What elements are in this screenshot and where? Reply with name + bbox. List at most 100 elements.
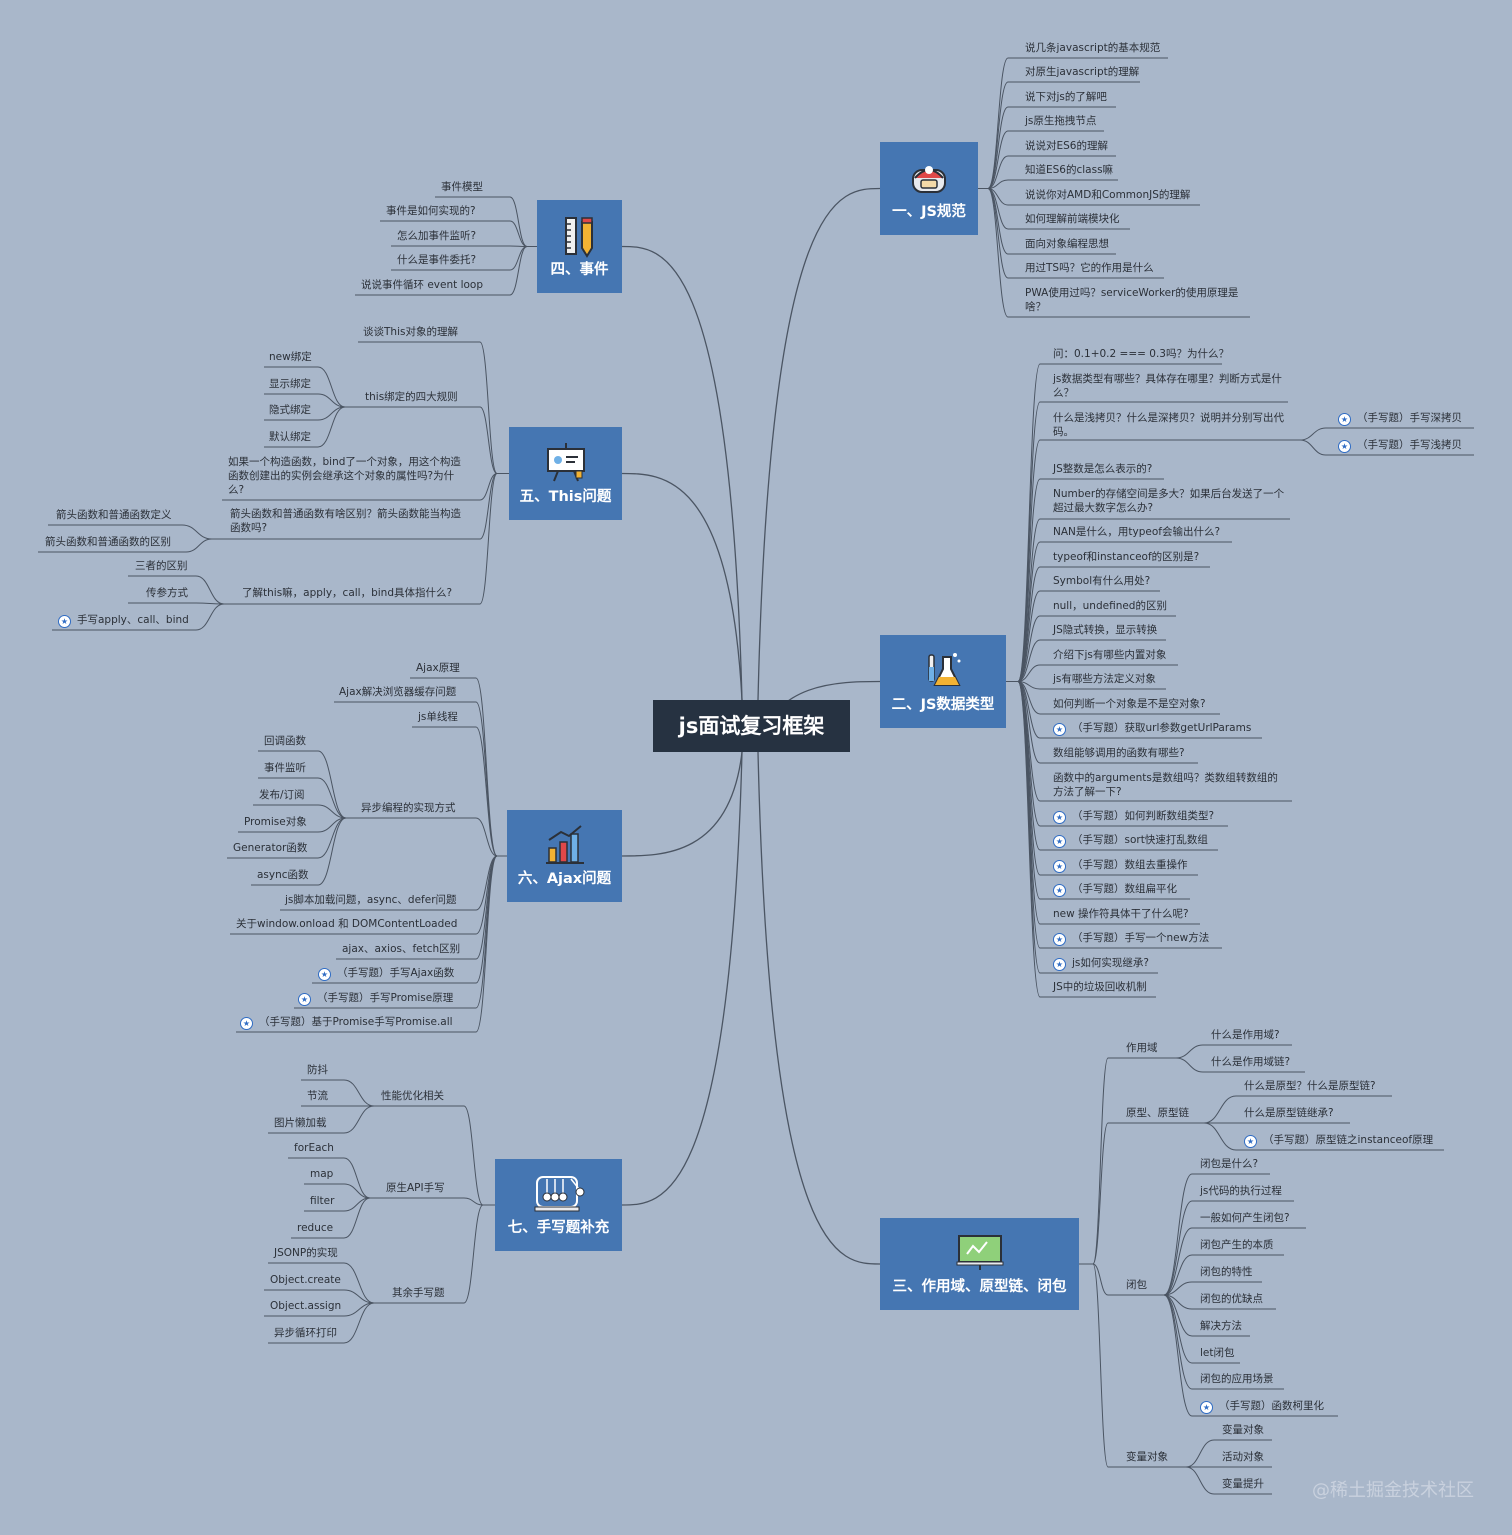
topic-item[interactable]: 默认绑定 bbox=[269, 430, 311, 444]
topic-item[interactable]: Number的存储空间是多大？如果后台发送了一个超过最大数字怎么办? bbox=[1053, 487, 1288, 515]
topic-item[interactable]: PWA使用过吗？serviceWorker的使用原理是啥？ bbox=[1025, 286, 1245, 314]
handwritten-task-item[interactable]: ★（手写题）手写一个new方法 bbox=[1053, 931, 1209, 946]
topic-item[interactable]: filter bbox=[310, 1194, 334, 1208]
topic-item[interactable]: ajax、axios、fetch区别 bbox=[342, 942, 460, 956]
topic-item[interactable]: 什么是事件委托? bbox=[397, 253, 476, 267]
topic-item[interactable]: 什么是原型链继承? bbox=[1244, 1106, 1334, 1120]
topic-item[interactable]: 什么是浅拷贝？什么是深拷贝？说明并分别写出代码。 bbox=[1053, 411, 1288, 439]
topic-item[interactable]: 闭包的优缺点 bbox=[1200, 1292, 1263, 1306]
topic-item[interactable]: 一般如何产生闭包? bbox=[1200, 1211, 1290, 1225]
topic-item[interactable]: 解决方法 bbox=[1200, 1319, 1242, 1333]
topic-item[interactable]: 闭包是什么? bbox=[1200, 1157, 1258, 1171]
topic-item[interactable]: 关于window.onload 和 DOMContentLoaded bbox=[236, 917, 457, 931]
branch-topic-b2[interactable]: 二、JS数据类型 bbox=[880, 635, 1006, 728]
topic-item[interactable]: 事件监听 bbox=[264, 761, 306, 775]
topic-item[interactable]: NAN是什么，用typeof会输出什么? bbox=[1053, 525, 1220, 539]
topic-item[interactable]: 如果一个构造函数，bind了一个对象，用这个构造函数创建出的实例会继承这个对象的… bbox=[228, 455, 466, 497]
topic-item[interactable]: null，undefined的区别 bbox=[1053, 599, 1167, 613]
topic-item[interactable]: 其余手写题 bbox=[392, 1286, 445, 1300]
topic-item[interactable]: 说几条javascript的基本规范 bbox=[1025, 41, 1160, 55]
topic-item[interactable]: 什么是作用域? bbox=[1211, 1028, 1280, 1042]
topic-item[interactable]: 怎么加事件监听? bbox=[397, 229, 476, 243]
topic-item[interactable]: 面向对象编程思想 bbox=[1025, 237, 1109, 251]
topic-item[interactable]: 了解this嘛，apply，call，bind具体指什么? bbox=[242, 586, 452, 600]
topic-item[interactable]: map bbox=[310, 1167, 333, 1181]
topic-item[interactable]: js代码的执行过程 bbox=[1200, 1184, 1282, 1198]
topic-item[interactable]: 知道ES6的class嘛 bbox=[1025, 163, 1113, 177]
topic-item[interactable]: 防抖 bbox=[307, 1063, 328, 1077]
central-topic[interactable]: js面试复习框架 bbox=[653, 700, 850, 752]
topic-item[interactable]: 问：0.1+0.2 === 0.3吗？为什么？ bbox=[1053, 347, 1229, 361]
branch-topic-b4[interactable]: 四、事件 bbox=[537, 200, 622, 293]
topic-item[interactable]: js原生拖拽节点 bbox=[1025, 114, 1096, 128]
topic-item[interactable]: 隐式绑定 bbox=[269, 403, 311, 417]
handwritten-task-item[interactable]: ★（手写题）sort快速打乱数组 bbox=[1053, 833, 1208, 848]
handwritten-task-item[interactable]: ★（手写题）如何判断数组类型? bbox=[1053, 809, 1214, 824]
handwritten-task-item[interactable]: ★（手写题）手写Ajax函数 bbox=[318, 966, 454, 981]
topic-item[interactable]: new绑定 bbox=[269, 350, 312, 364]
topic-item[interactable]: this绑定的四大规则 bbox=[365, 390, 458, 404]
topic-item[interactable]: 说说对ES6的理解 bbox=[1025, 139, 1108, 153]
topic-item[interactable]: 三者的区别 bbox=[135, 559, 188, 573]
handwritten-task-item[interactable]: ★（手写题）手写Promise原理 bbox=[298, 991, 453, 1006]
topic-item[interactable]: 如何判断一个对象是不是空对象? bbox=[1053, 697, 1206, 711]
topic-item[interactable]: 闭包产生的本质 bbox=[1200, 1238, 1274, 1252]
topic-item[interactable]: 说说你对AMD和CommonJS的理解 bbox=[1025, 188, 1190, 202]
topic-item[interactable]: 原型、原型链 bbox=[1126, 1106, 1189, 1120]
topic-item[interactable]: 事件是如何实现的? bbox=[386, 204, 476, 218]
handwritten-task-item[interactable]: ★（手写题）手写浅拷贝 bbox=[1338, 438, 1462, 453]
topic-item[interactable]: 箭头函数和普通函数定义 bbox=[56, 508, 172, 522]
handwritten-task-item[interactable]: ★js如何实现继承? bbox=[1053, 956, 1149, 971]
topic-item[interactable]: Object.create bbox=[270, 1273, 341, 1287]
topic-item[interactable]: 对原生javascript的理解 bbox=[1025, 65, 1139, 79]
topic-item[interactable]: 图片懒加载 bbox=[274, 1116, 327, 1130]
topic-item[interactable]: 原生API手写 bbox=[386, 1181, 445, 1195]
topic-item[interactable]: 异步循环打印 bbox=[274, 1326, 337, 1340]
topic-item[interactable]: 回调函数 bbox=[264, 734, 306, 748]
topic-item[interactable]: 作用域 bbox=[1126, 1041, 1158, 1055]
topic-item[interactable]: 如何理解前端模块化 bbox=[1025, 212, 1120, 226]
handwritten-task-item[interactable]: ★（手写题）数组去重操作 bbox=[1053, 858, 1188, 873]
topic-item[interactable]: 说说事件循环 event loop bbox=[361, 278, 483, 292]
topic-item[interactable]: JS整数是怎么表示的? bbox=[1053, 462, 1152, 476]
branch-topic-b6[interactable]: 六、Ajax问题 bbox=[507, 810, 622, 902]
topic-item[interactable]: 谈谈This对象的理解 bbox=[363, 325, 458, 339]
topic-item[interactable]: forEach bbox=[294, 1141, 334, 1155]
topic-item[interactable]: 显示绑定 bbox=[269, 377, 311, 391]
handwritten-task-item[interactable]: ★（手写题）手写深拷贝 bbox=[1338, 411, 1462, 426]
handwritten-task-item[interactable]: ★（手写题）原型链之instanceof原理 bbox=[1244, 1133, 1433, 1148]
topic-item[interactable]: 节流 bbox=[307, 1089, 328, 1103]
topic-item[interactable]: js单线程 bbox=[418, 710, 458, 724]
topic-item[interactable]: 介绍下js有哪些内置对象 bbox=[1053, 648, 1166, 662]
topic-item[interactable]: reduce bbox=[297, 1221, 333, 1235]
topic-item[interactable]: 传参方式 bbox=[146, 586, 188, 600]
topic-item[interactable]: js有哪些方法定义对象 bbox=[1053, 672, 1156, 686]
handwritten-task-item[interactable]: ★（手写题）函数柯里化 bbox=[1200, 1399, 1324, 1414]
topic-item[interactable]: 闭包 bbox=[1126, 1278, 1147, 1292]
handwritten-task-item[interactable]: ★手写apply、call、bind bbox=[58, 613, 189, 628]
topic-item[interactable]: Object.assign bbox=[270, 1299, 341, 1313]
topic-item[interactable]: let闭包 bbox=[1200, 1346, 1235, 1360]
topic-item[interactable]: 用过TS吗？它的作用是什么 bbox=[1025, 261, 1154, 275]
branch-topic-b5[interactable]: 五、This问题 bbox=[509, 427, 622, 520]
topic-item[interactable]: new 操作符具体干了什么呢? bbox=[1053, 907, 1189, 921]
topic-item[interactable]: 活动对象 bbox=[1222, 1450, 1264, 1464]
topic-item[interactable]: 闭包的特性 bbox=[1200, 1265, 1253, 1279]
topic-item[interactable]: 性能优化相关 bbox=[381, 1089, 444, 1103]
branch-topic-b3[interactable]: 三、作用域、原型链、闭包 bbox=[880, 1218, 1079, 1310]
topic-item[interactable]: 闭包的应用场景 bbox=[1200, 1372, 1274, 1386]
topic-item[interactable]: Symbol有什么用处? bbox=[1053, 574, 1150, 588]
topic-item[interactable]: Ajax原理 bbox=[416, 661, 460, 675]
topic-item[interactable]: 变量提升 bbox=[1222, 1477, 1264, 1491]
branch-topic-b7[interactable]: 七、手写题补充 bbox=[495, 1159, 622, 1251]
topic-item[interactable]: Generator函数 bbox=[233, 841, 307, 855]
topic-item[interactable]: js数据类型有哪些？具体存在哪里？判断方式是什么？ bbox=[1053, 372, 1288, 400]
handwritten-task-item[interactable]: ★（手写题）基于Promise手写Promise.all bbox=[240, 1015, 453, 1030]
topic-item[interactable]: async函数 bbox=[257, 868, 309, 882]
handwritten-task-item[interactable]: ★（手写题）数组扁平化 bbox=[1053, 882, 1177, 897]
topic-item[interactable]: Promise对象 bbox=[244, 815, 307, 829]
topic-item[interactable]: 函数中的arguments是数组吗？类数组转数组的方法了解一下? bbox=[1053, 771, 1288, 799]
topic-item[interactable]: 箭头函数和普通函数有啥区别？箭头函数能当构造函数吗? bbox=[230, 507, 466, 535]
topic-item[interactable]: 异步编程的实现方式 bbox=[361, 801, 456, 815]
topic-item[interactable]: typeof和instanceof的区别是? bbox=[1053, 550, 1199, 564]
